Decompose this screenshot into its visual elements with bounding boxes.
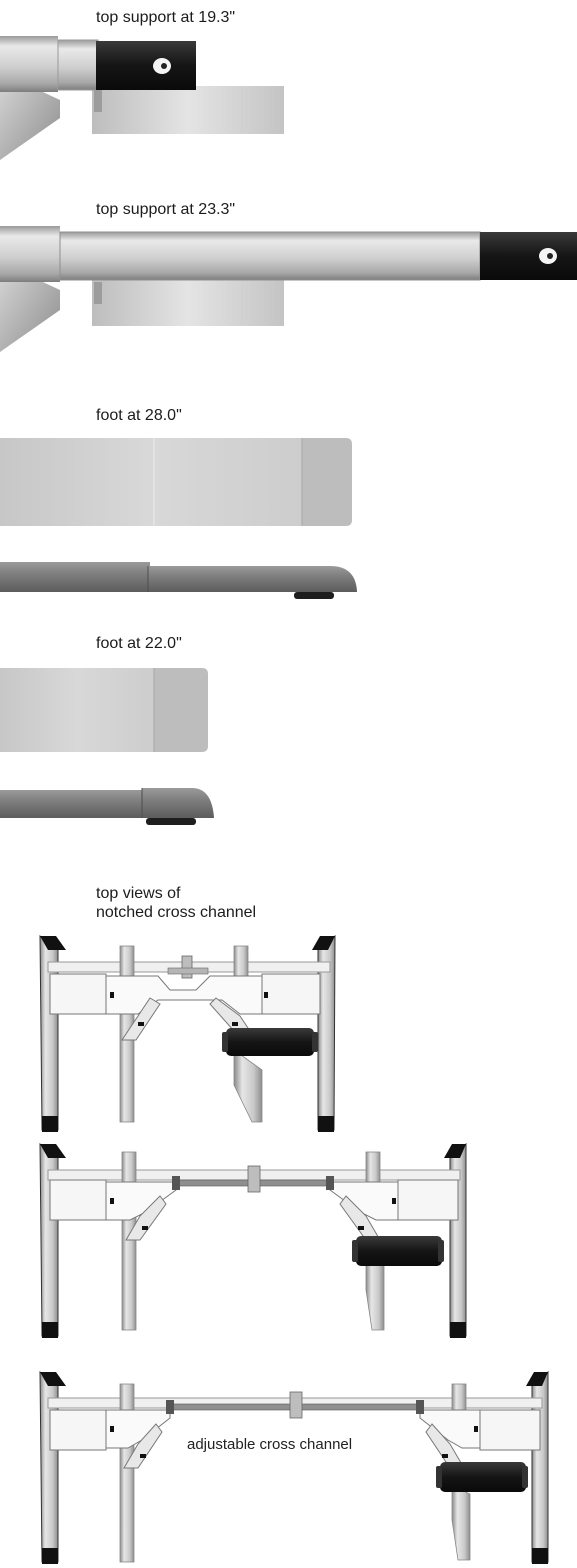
top-view-narrow — [39, 934, 336, 1132]
caption-foot-long: foot at 28.0" — [96, 407, 182, 424]
foot-long-illustration — [0, 438, 357, 599]
caption-top-support-long: top support at 23.3" — [96, 201, 236, 218]
top-support-short-illustration — [0, 36, 284, 160]
top-view-wide — [39, 1370, 549, 1564]
top-view-medium — [39, 1142, 467, 1338]
top-support-long-illustration — [0, 226, 577, 352]
foot-short-illustration — [0, 668, 214, 825]
caption-foot-short: foot at 22.0" — [96, 635, 182, 652]
caption-top-support-short: top support at 19.3" — [96, 9, 236, 26]
caption-adjustable-cross-channel: adjustable cross channel — [187, 1436, 353, 1453]
caption-top-views: top views of notched cross channel — [96, 885, 257, 921]
